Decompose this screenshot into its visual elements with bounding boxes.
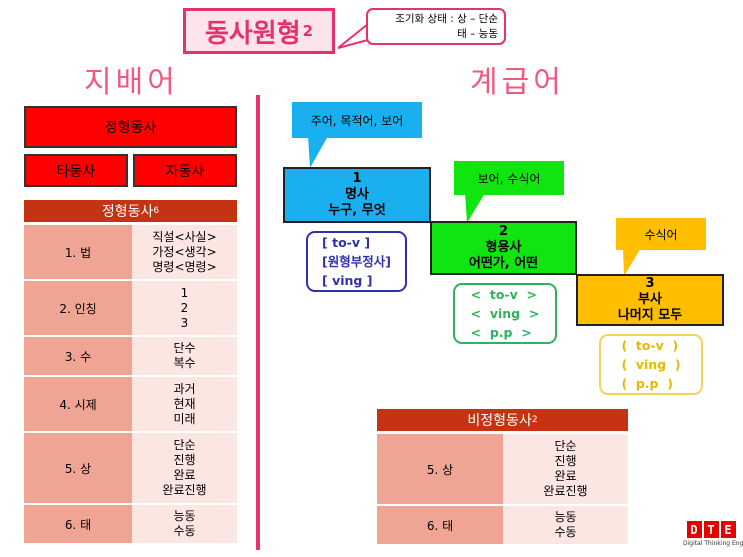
transitive-verb-box: 타동사 — [24, 154, 128, 187]
note-callout: 조기화 상태 : 상 – 단순 태 – 능동 — [366, 8, 506, 45]
grade-3-number: 3 — [645, 276, 655, 291]
grade-2-box: 2 형용사 어떤가, 어떤 — [430, 221, 577, 275]
grade-1-name: 명사 — [345, 187, 369, 202]
grade-3-box: 3 부사 나머지 모두 — [576, 274, 724, 326]
logo-letters: D T E — [683, 521, 739, 538]
table-row-label: 1. 법 — [24, 225, 132, 279]
grade-2-description: 어떤가, 어떤 — [468, 256, 539, 271]
grade-1-number: 1 — [352, 171, 362, 186]
table-header-superscript: 6 — [153, 206, 160, 216]
grade-2-bubble-tail — [465, 193, 485, 223]
grade-2-number: 2 — [498, 224, 509, 239]
table-row-values: 과거 현재 미래 — [132, 377, 237, 431]
logo-letter: E — [720, 521, 736, 538]
table-row-label: 5. 상 — [377, 434, 503, 504]
grade-1-description: 누구, 무엇 — [328, 203, 386, 218]
logo-letter: D — [686, 521, 702, 538]
table-row-label: 6. 태 — [377, 506, 503, 544]
logo-tagline: Digital Thinking English — [683, 540, 743, 547]
table-row-values: 1 2 3 — [132, 281, 237, 335]
dte-logo: D T E Digital Thinking English — [683, 521, 743, 555]
table-row-values: 단순 진행 완료 완료진행 — [132, 433, 237, 503]
table-row-values: 직설<사실> 가정<생각> 명령<명령> — [132, 225, 237, 279]
grade-3-description: 나머지 모두 — [617, 308, 683, 323]
table-row-label: 5. 상 — [24, 433, 132, 503]
grade-1-box: 1 명사 누구, 무엇 — [283, 167, 431, 223]
grade-2-name: 형용사 — [485, 240, 522, 255]
table-row-values: 능동 수동 — [132, 505, 237, 543]
logo-letter: T — [703, 521, 719, 538]
table-header-superscript: 2 — [531, 415, 538, 425]
title-text: 동사원형 — [204, 18, 301, 49]
table-body: 1. 법 직설<사실> 가정<생각> 명령<명령> 2. 인칭 1 2 3 3.… — [24, 225, 237, 543]
table-row-label: 2. 인칭 — [24, 281, 132, 335]
title-superscript: 2 — [302, 22, 314, 40]
table-body: 5. 상 단순 진행 완료 완료진행 6. 태 능동 수동 — [377, 434, 628, 544]
intransitive-verb-box: 자동사 — [133, 154, 237, 187]
table-header-text: 정형동사 — [101, 204, 154, 220]
table-row-values: 능동 수동 — [503, 506, 628, 544]
grade-3-role-bubble: 수식어 — [616, 218, 706, 250]
left-section-heading: 지배어 — [84, 65, 179, 100]
grade-1-role-bubble: 주어, 목적어, 보어 — [292, 102, 422, 138]
section-divider — [256, 95, 260, 550]
grade-2-forms-box: < to-v > < ving > < p.p > — [453, 283, 557, 344]
table-header-text: 비정형동사 — [467, 413, 532, 429]
grade-3-bubble-tail — [623, 248, 641, 276]
table-row-values: 단순 진행 완료 완료진행 — [503, 434, 628, 504]
right-section-heading: 계급어 — [470, 65, 565, 100]
grade-2-role-bubble: 보어, 수식어 — [454, 161, 564, 195]
finite-verb-box: 정형동사 — [24, 106, 237, 148]
table-row-label: 3. 수 — [24, 337, 132, 375]
grade-1-bubble-tail — [308, 136, 328, 168]
table-row-label: 6. 태 — [24, 505, 132, 543]
grade-1-forms-box: [ to-v ] [원형부정사] [ ving ] — [306, 231, 407, 292]
table-row-label: 4. 시제 — [24, 377, 132, 431]
grade-3-forms-box: ( to-v ) ( ving ) ( p.p ) — [599, 334, 703, 395]
grade-3-name: 부사 — [638, 292, 662, 307]
table-row-values: 단수 복수 — [132, 337, 237, 375]
